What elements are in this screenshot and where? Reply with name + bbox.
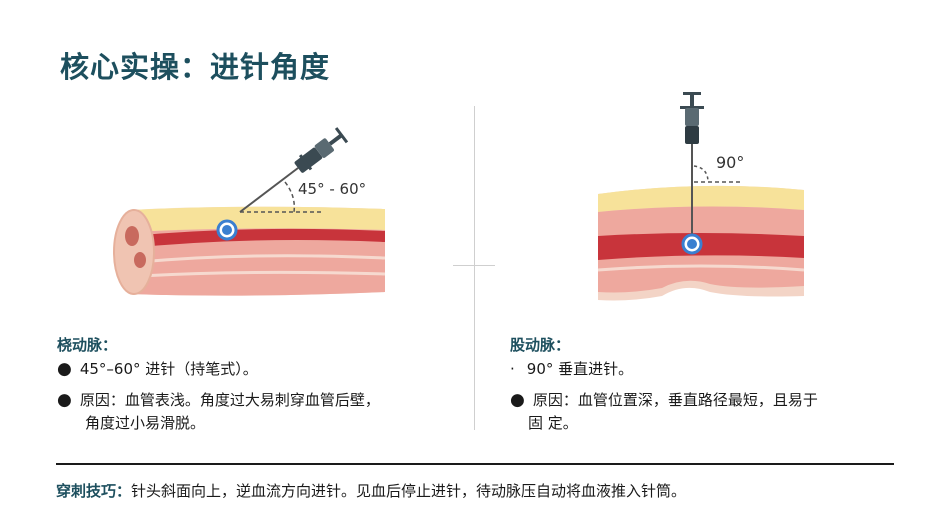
right-angle-label: 90° bbox=[716, 153, 744, 172]
puncture-tip: 穿刺技巧：针头斜面向上，逆血流方向进针。见血后停止进针，待动脉压自动将血液推入针… bbox=[56, 480, 686, 501]
column-divider bbox=[474, 106, 475, 430]
bullet-icon: ● bbox=[510, 390, 525, 410]
femoral-bullet-2-line2: 固 定。 bbox=[528, 414, 578, 432]
radial-artery-heading: 桡动脉： bbox=[57, 336, 118, 354]
section-divider bbox=[56, 463, 894, 465]
syringe-icon bbox=[294, 127, 349, 173]
page-title: 核心实操：进针角度 bbox=[60, 50, 331, 84]
bullet-icon: ● bbox=[57, 390, 72, 410]
femoral-artery-heading: 股动脉： bbox=[510, 336, 571, 354]
radial-bullet-2-line1: 原因：血管表浅。角度过大易刺穿血管后壁， bbox=[79, 391, 380, 409]
femoral-bullet-2: ● 原因：血管位置深，垂直路径最短，且易于 bbox=[510, 389, 818, 412]
bullet-icon: ● bbox=[57, 359, 72, 379]
fat-layer bbox=[598, 185, 804, 212]
tip-label: 穿刺技巧： bbox=[56, 482, 132, 500]
radial-bullet-1-text: 45°–60° 进针（持笔式）。 bbox=[79, 360, 258, 378]
limb-end-cap bbox=[113, 209, 155, 295]
radial-bullet-2-line2: 角度过小易滑脱。 bbox=[85, 414, 206, 432]
column-divider-tick bbox=[453, 265, 495, 266]
fat-layer bbox=[130, 206, 385, 232]
tip-text: 针头斜面向上，逆血流方向进针。见血后停止进针，待动脉压自动将血液推入针筒。 bbox=[131, 482, 687, 500]
radial-bullet-2: ● 原因：血管表浅。角度过大易刺穿血管后壁， bbox=[57, 389, 380, 412]
femoral-bullet-2-line1: 原因：血管位置深，垂直路径最短，且易于 bbox=[532, 391, 818, 409]
femoral-artery-illustration: 90° bbox=[597, 92, 805, 301]
artery-band bbox=[130, 228, 385, 248]
radial-artery-illustration: 45° - 60° bbox=[113, 127, 386, 296]
femoral-bullet-1-text: 90° 垂直进针。 bbox=[526, 360, 634, 378]
bullet-icon: · bbox=[510, 360, 515, 378]
left-angle-label: 45° - 60° bbox=[298, 180, 366, 198]
syringe-icon bbox=[680, 92, 704, 144]
radial-bullet-1: ● 45°–60° 进针（持笔式）。 bbox=[57, 358, 258, 381]
femoral-bullet-1: · 90° 垂直进针。 bbox=[510, 358, 633, 381]
muscle-layer bbox=[130, 228, 385, 296]
needle bbox=[239, 167, 299, 213]
